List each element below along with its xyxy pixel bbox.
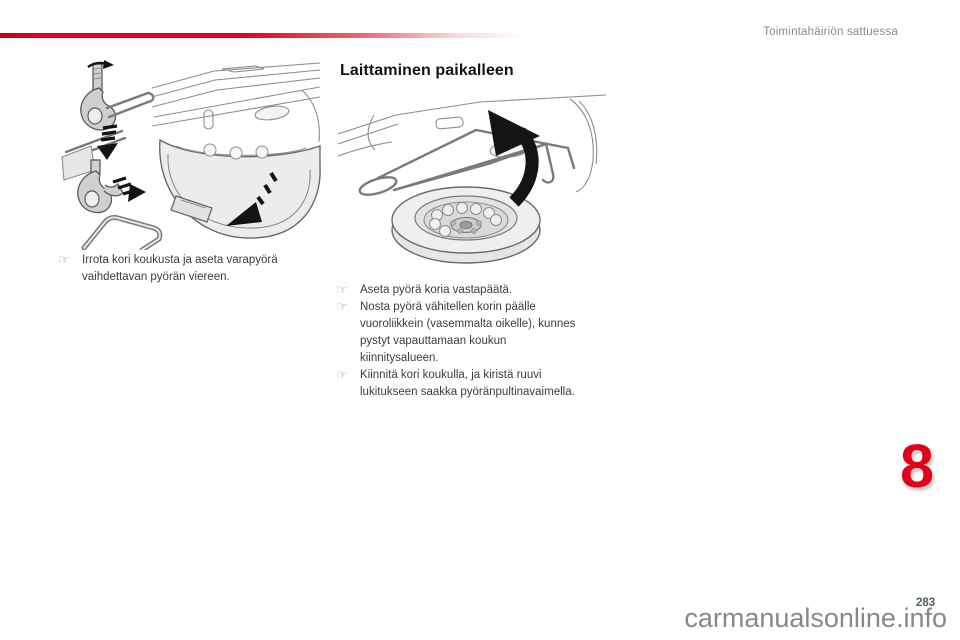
chapter-number: 8 xyxy=(900,432,934,500)
hook-release-illustration xyxy=(61,60,321,253)
instruction-text: Aseta pyörä koria vastapäätä. xyxy=(360,284,513,296)
arrow-down-icon xyxy=(97,143,118,160)
instruction-text: Nosta pyörä vähitellen korin päälle vuor… xyxy=(360,301,576,364)
pointer-hand-icon: ☞ xyxy=(336,299,348,314)
figure-refit-spare-wheel xyxy=(337,92,607,278)
arrow-curved-up-icon xyxy=(488,110,540,207)
instruction-item: ☞ Nosta pyörä vähitellen korin päälle vu… xyxy=(336,299,598,367)
arrow-down-left-icon xyxy=(226,202,262,226)
instruction-item: ☞ Kiinnitä kori koukulla, ja kiristä ruu… xyxy=(336,367,598,401)
page-number: 283 xyxy=(916,597,936,609)
instruction-item: ☞ Aseta pyörä koria vastapäätä. xyxy=(336,282,598,299)
wheel-under-car xyxy=(151,62,321,239)
pointer-hand-icon: ☞ xyxy=(58,252,70,267)
instruction-text: Kiinnitä kori koukulla, ja kiristä ruuvi… xyxy=(360,369,575,398)
instruction-text: Irrota kori koukusta ja aseta varapyörä … xyxy=(82,254,278,283)
left-instructions: ☞ Irrota kori koukusta ja aseta varapyör… xyxy=(58,252,308,286)
arrow-right-icon xyxy=(128,184,146,202)
pointer-hand-icon: ☞ xyxy=(336,367,348,382)
wheel-cradle-illustration xyxy=(337,94,607,264)
rim-holes xyxy=(429,202,502,237)
hook-closeup-bottom xyxy=(77,159,163,253)
hook-closeup-top xyxy=(61,60,155,181)
watermark: carmanualsonline.info xyxy=(684,603,947,633)
section-heading: Laittaminen paikalleen xyxy=(340,62,514,79)
section-header: Toimintahäiriön sattuessa xyxy=(763,26,898,38)
refit-instructions: ☞ Aseta pyörä koria vastapäätä. ☞ Nosta … xyxy=(336,282,598,401)
header-accent-stripe xyxy=(0,33,525,38)
pointer-hand-icon: ☞ xyxy=(336,282,348,297)
instruction-item: ☞ Irrota kori koukusta ja aseta varapyör… xyxy=(58,252,308,286)
figure-remove-spare-wheel xyxy=(60,60,322,253)
